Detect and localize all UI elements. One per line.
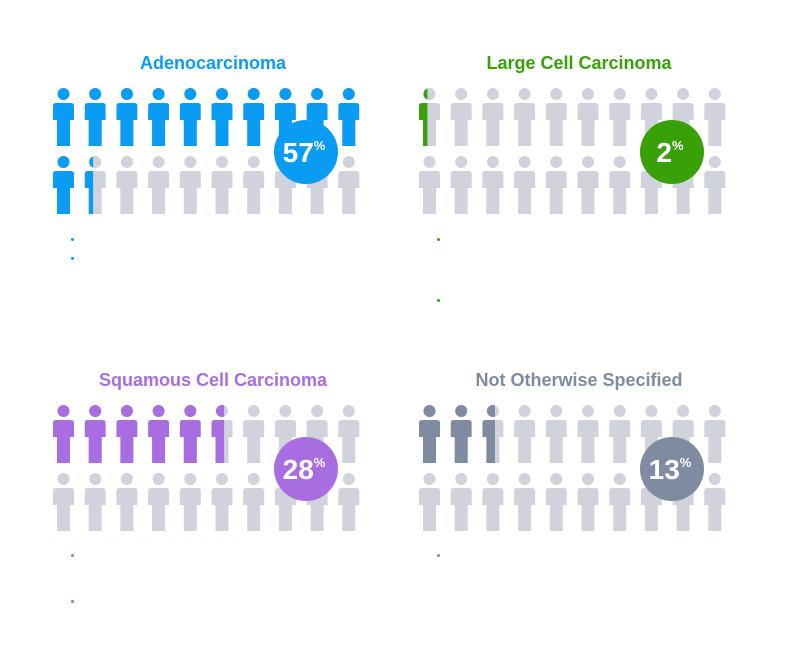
person-icon [609,156,631,214]
person-icon [577,156,599,214]
chart-panel-large-cell-carcinoma: Large Cell Carcinoma 2% [419,52,749,342]
bullet-dot [71,238,74,241]
chart-title: Large Cell Carcinoma [486,53,672,73]
chart-panel-adenocarcinoma: Adenocarcinoma 57% [53,52,383,342]
person-icon [514,405,536,463]
person-icon [338,473,360,531]
person-icon [179,405,201,463]
person-icon [609,473,631,531]
person-icon [338,405,360,463]
person-icon [419,405,440,463]
percent-unit: % [314,455,326,470]
bullet-dot [71,554,74,557]
percent-value: 2% [656,137,684,168]
person-icon [53,88,74,146]
person-icon [609,405,631,463]
person-icon [704,473,726,531]
person-icon [338,156,360,214]
person-icon [84,156,106,214]
person-icon [482,88,504,146]
person-icon [450,88,472,146]
person-icon [243,405,265,463]
person-icon [53,156,74,214]
person-icon [84,473,106,531]
person-icon [148,156,170,214]
person-icon [243,473,265,531]
person-icon [148,473,170,531]
percent-value: 28% [283,454,326,485]
person-icon [211,156,233,214]
person-icon [116,473,138,531]
person-icon [482,405,504,463]
person-icon [514,156,536,214]
person-icon [704,156,726,214]
person-icon [514,88,536,146]
person-icon [419,473,440,531]
person-icon [514,473,536,531]
person-icon [545,473,567,531]
person-icon [482,156,504,214]
percent-badge: 2% [640,120,704,184]
person-icon [84,405,106,463]
bullet-dot [437,299,440,302]
person-icon [338,88,360,146]
pictograph: 2% [419,88,726,214]
chart-title: Not Otherwise Specified [475,370,683,390]
chart-title: Squamous Cell Carcinoma [98,370,328,390]
person-icon [148,405,170,463]
bullet-dot [437,238,440,241]
person-icon [84,88,106,146]
percent-badge: 28% [274,437,338,501]
person-icon [609,88,631,146]
pictograph: 57% [53,88,360,214]
person-icon [243,88,265,146]
person-icon [53,405,74,463]
person-icon [704,88,726,146]
person-icon [148,88,170,146]
person-icon [450,405,472,463]
bullet-dot [71,600,74,603]
person-icon [577,473,599,531]
person-icon [419,156,440,214]
person-icon [450,473,472,531]
person-icon [179,473,201,531]
person-icon [545,88,567,146]
person-icon [545,405,567,463]
person-icon [419,88,440,146]
person-icon [116,405,138,463]
bullet-dot [71,257,74,260]
person-icon [211,405,233,463]
pictograph: 13% [419,405,726,531]
chart-panel-not-otherwise-specified: Not Otherwise Specified 13% [419,369,749,659]
person-icon [116,88,138,146]
pictograph: 28% [53,405,360,531]
person-icon [545,156,567,214]
person-icon [211,473,233,531]
person-icon [450,156,472,214]
bullet-dot [437,554,440,557]
person-icon [577,405,599,463]
person-icon [179,88,201,146]
percent-unit: % [672,138,684,153]
person-icon [704,405,726,463]
person-icon [211,88,233,146]
percent-badge: 57% [274,120,338,184]
percent-unit: % [314,138,326,153]
percent-unit: % [680,455,692,470]
chart-title: Adenocarcinoma [139,53,287,73]
percent-badge: 13% [640,437,704,501]
person-icon [243,156,265,214]
person-icon [179,156,201,214]
person-icon [53,473,74,531]
person-icon [577,88,599,146]
chart-panel-squamous-cell-carcinoma: Squamous Cell Carcinoma 28% [53,369,383,659]
person-icon [116,156,138,214]
person-icon [482,473,504,531]
